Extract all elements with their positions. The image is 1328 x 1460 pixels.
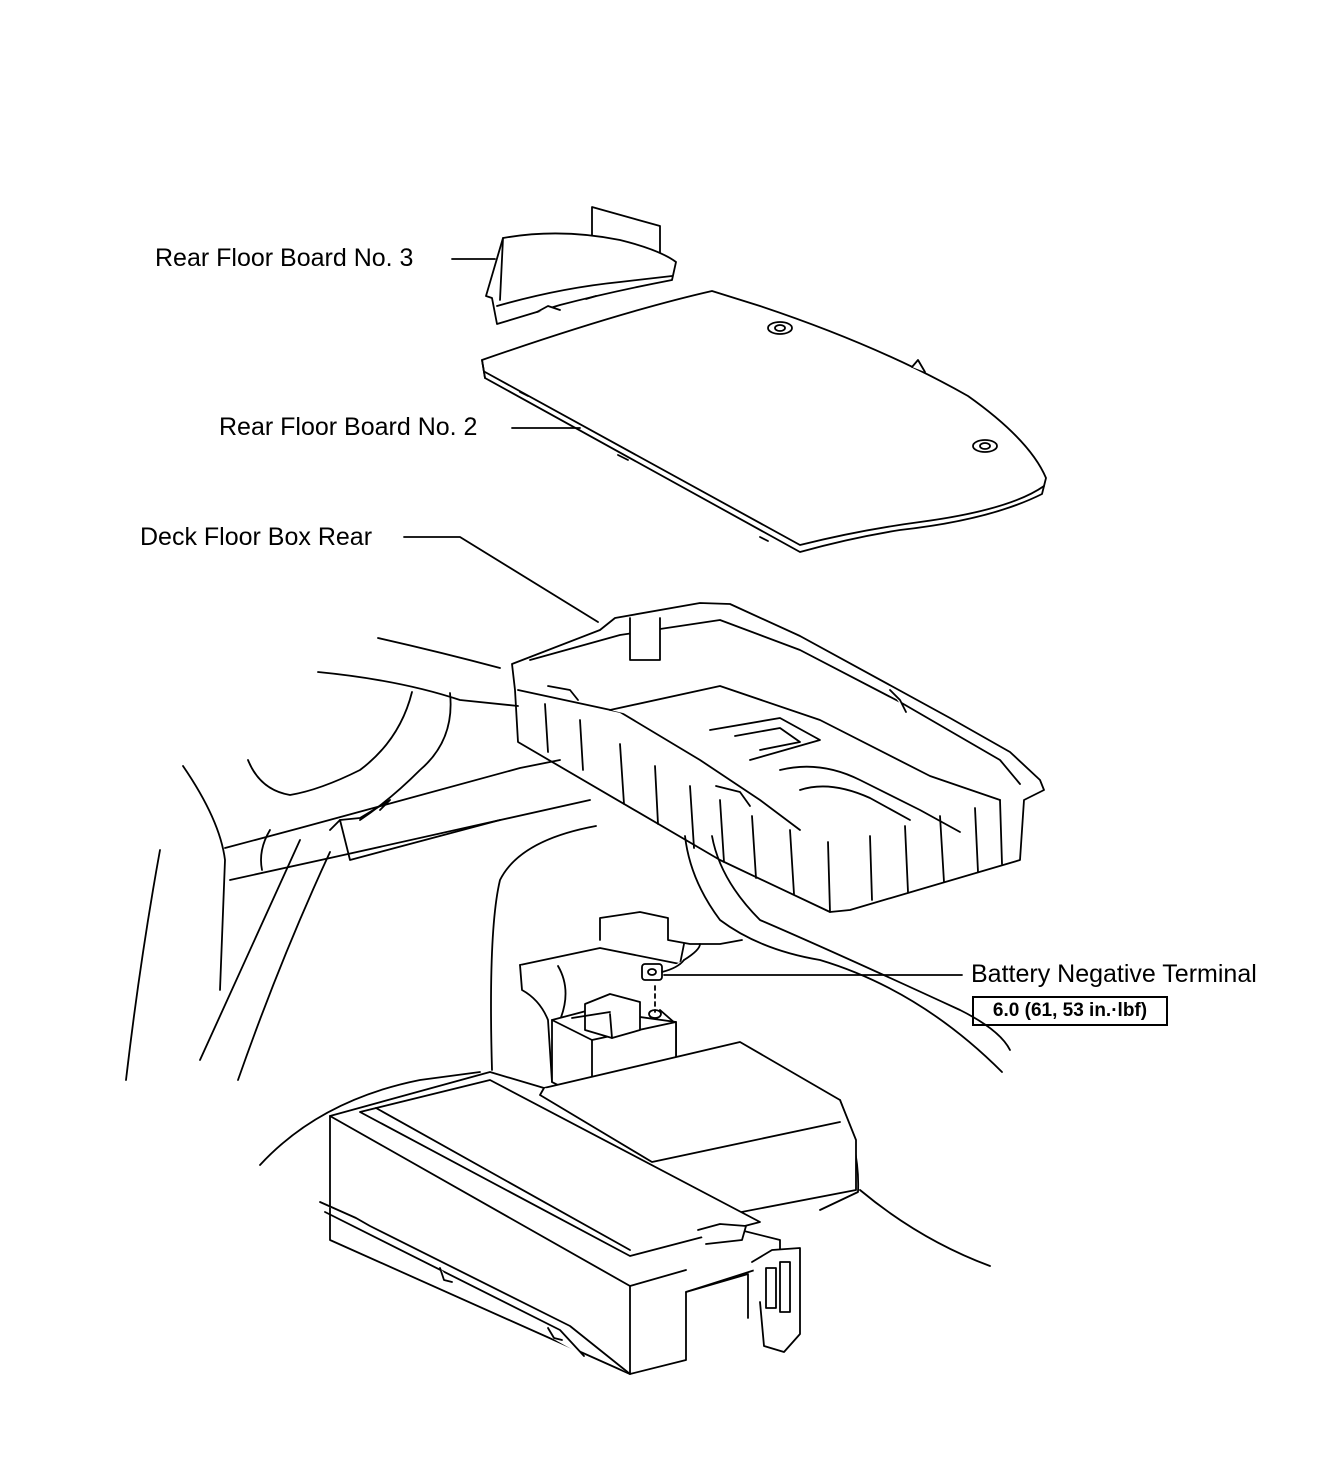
hybrid-battery-pack <box>320 1042 856 1374</box>
torque-spec-box: 6.0 (61, 53 in.·lbf) <box>972 996 1168 1026</box>
leader-deck <box>404 537 598 622</box>
label-rear-floor-board-3: Rear Floor Board No. 3 <box>155 244 414 272</box>
label-deck-floor-box-rear: Deck Floor Box Rear <box>140 523 373 551</box>
rear-floor-board-2-part <box>482 291 1046 552</box>
battery-negative-terminal-part <box>642 960 684 980</box>
label-battery-negative-terminal: Battery Negative Terminal <box>971 960 1257 988</box>
vehicle-body-lines <box>126 638 1010 1266</box>
cable <box>684 944 700 960</box>
deck-floor-box-rear-part <box>512 603 1044 912</box>
rear-floor-board-3-part <box>486 207 676 324</box>
label-rear-floor-board-2: Rear Floor Board No. 2 <box>219 413 478 441</box>
